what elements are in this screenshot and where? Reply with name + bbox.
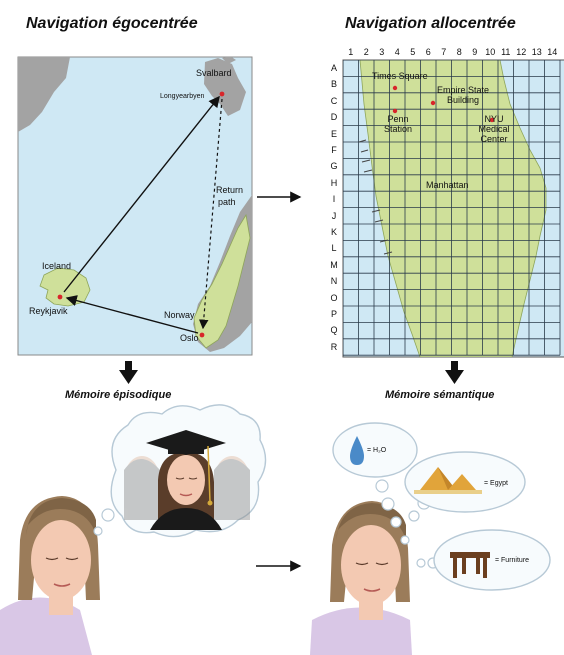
grid-column-label: 7 xyxy=(441,47,447,57)
label-longyearbyen: Longyearbyen xyxy=(160,93,205,100)
times-square-dot xyxy=(392,85,398,91)
label-oslo: Oslo xyxy=(180,333,199,343)
longyearbyen-dot xyxy=(219,91,225,97)
grid-row-label: D xyxy=(330,112,338,123)
label-iceland: Iceland xyxy=(42,261,72,271)
grid-row-label: J xyxy=(331,210,337,221)
left-title: Navigation égocentrée xyxy=(26,15,198,32)
grid-row-label: K xyxy=(330,227,337,237)
grid-row-label: I xyxy=(332,194,336,205)
semantic-memory-label: Mémoire sémantique xyxy=(385,389,495,401)
grid-column-label: 13 xyxy=(531,47,542,57)
pyramids-icon xyxy=(414,467,482,494)
semantic-illustration xyxy=(310,422,551,655)
label-svalbard: Svalbard xyxy=(196,68,232,78)
grid-row-label: E xyxy=(330,128,337,139)
grid-row-label: O xyxy=(330,292,338,303)
grid-row-label: F xyxy=(331,145,337,155)
label-building: Building xyxy=(446,95,480,105)
label-path: path xyxy=(218,197,236,207)
grid-row-label: R xyxy=(330,341,338,352)
grid-row-label: C xyxy=(330,95,338,106)
nyu-dot xyxy=(489,117,495,123)
penn-station-dot xyxy=(392,108,398,114)
table-icon xyxy=(450,552,490,578)
grid-column-label: 11 xyxy=(501,47,511,57)
down-arrow-right xyxy=(445,361,464,384)
furniture-cloud xyxy=(433,529,551,591)
person-right xyxy=(310,501,412,655)
greenland-land xyxy=(18,57,70,132)
grid-column-label: 5 xyxy=(410,47,416,57)
label-norway: Norway xyxy=(164,310,195,320)
grid-column-label: 9 xyxy=(472,47,478,57)
episodic-memory-label: Mémoire épisodique xyxy=(65,389,172,401)
grid-row-label: G xyxy=(330,161,338,172)
label-reykjavik: Reykjavik xyxy=(29,306,68,316)
label-medical: Medical xyxy=(478,124,510,134)
svalbard-land xyxy=(204,58,246,116)
right-title: Navigation allocentrée xyxy=(345,15,516,32)
oslo-dot xyxy=(199,332,205,338)
grid-column-label: 10 xyxy=(485,47,496,57)
person-left xyxy=(0,496,100,655)
grid-column-label: 8 xyxy=(456,47,462,57)
grid-row-label: M xyxy=(330,259,338,270)
grid-column-label: 3 xyxy=(379,47,385,57)
grid-column-label: 12 xyxy=(516,47,527,57)
grid-column-label: 6 xyxy=(425,47,431,57)
reykjavik-dot xyxy=(57,294,63,300)
empire-state-dot xyxy=(430,100,436,106)
label-egypt: = Egypt xyxy=(484,480,508,487)
episodic-illustration xyxy=(0,404,267,655)
grid-column-label: 14 xyxy=(547,47,558,57)
label-penn: Penn xyxy=(387,114,409,124)
grid-row-label: P xyxy=(330,309,337,319)
allocentric-map xyxy=(342,59,564,358)
egocentric-map xyxy=(17,56,253,356)
norway-land xyxy=(193,213,251,349)
grid-column-label: 1 xyxy=(348,47,354,57)
label-furniture: = Furniture xyxy=(495,557,530,564)
manhattan-land xyxy=(359,60,547,357)
grid-row-label: A xyxy=(330,63,337,73)
water-drop-icon xyxy=(350,436,364,465)
label-center: Center xyxy=(480,134,508,144)
grid-row-label: N xyxy=(330,276,338,287)
grid-row-label: L xyxy=(331,243,337,254)
label-times-square: Times Square xyxy=(372,71,428,81)
grid-column-label: 2 xyxy=(363,47,369,57)
grid-row-label: Q xyxy=(330,325,338,336)
graduate-figure xyxy=(146,430,226,530)
grid-column-label: 4 xyxy=(394,47,400,57)
label-return: Return xyxy=(216,185,244,195)
label-manhattan: Manhattan xyxy=(426,180,469,190)
label-water: = H₂O xyxy=(367,447,387,454)
label-empire-state: Empire State xyxy=(436,85,490,95)
label-station: Station xyxy=(383,124,413,134)
grid-row-label: B xyxy=(330,79,337,90)
grid-row-label: H xyxy=(330,177,338,188)
label-nyu: NYU xyxy=(484,114,504,124)
down-arrow-left xyxy=(119,361,138,384)
